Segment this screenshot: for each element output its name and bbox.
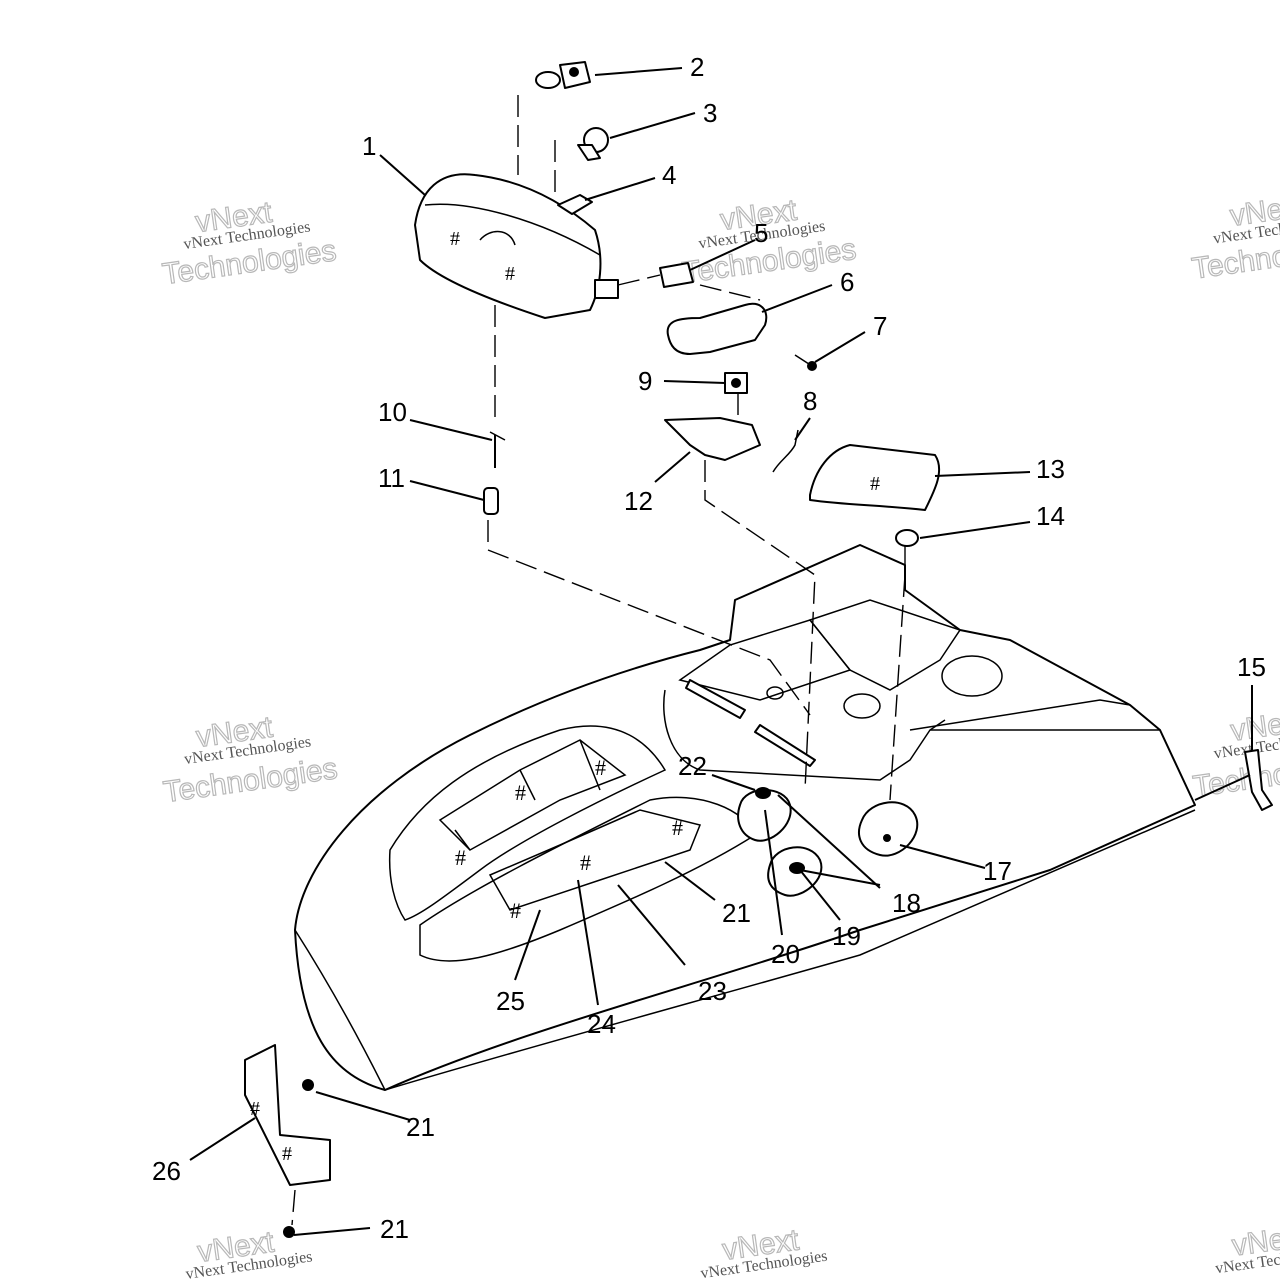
svg-text:#: # bbox=[282, 1143, 292, 1165]
callout-20: 20 bbox=[771, 939, 800, 969]
callout-2: 2 bbox=[690, 52, 704, 82]
callout-14: 14 bbox=[1036, 501, 1065, 531]
callout-21-deck: 21 bbox=[722, 898, 751, 928]
callout-19: 19 bbox=[832, 921, 861, 951]
watermark-mid-left: vNext Technologies vNext Technologies bbox=[161, 710, 340, 810]
decal-hash: # bbox=[455, 845, 466, 870]
callout-23: 23 bbox=[698, 976, 727, 1006]
callout-10: 10 bbox=[378, 397, 407, 427]
callouts: 1 2 3 4 5 6 7 8 9 10 11 12 13 14 15 17 1… bbox=[152, 52, 1266, 1244]
part-21-screw bbox=[302, 1079, 314, 1091]
decal-hash: # bbox=[515, 780, 526, 805]
part-26-side-bracket bbox=[244, 1044, 331, 1186]
part-15-latch bbox=[1244, 749, 1273, 811]
part-10-t-pin bbox=[489, 431, 506, 468]
watermark-mid-right: vNext Technologies vNext Technologies bbox=[1190, 704, 1280, 804]
part-7-screw bbox=[794, 354, 817, 371]
callout-18: 18 bbox=[892, 888, 921, 918]
part-21-screw bbox=[283, 1226, 295, 1238]
assembly-lines bbox=[291, 95, 906, 1226]
svg-text:#: # bbox=[870, 473, 880, 495]
callout-4: 4 bbox=[662, 160, 676, 190]
decal-hash: # bbox=[595, 755, 606, 780]
decal-hash: # bbox=[580, 850, 591, 875]
part-6-hinge-plate bbox=[666, 302, 768, 355]
part-1-console-cover: # # bbox=[414, 173, 619, 319]
callout-21-bottom: 21 bbox=[380, 1214, 409, 1244]
part-2-key-switch bbox=[535, 61, 591, 89]
svg-text:#: # bbox=[250, 1098, 260, 1120]
callout-17: 17 bbox=[983, 856, 1012, 886]
part-17-pad bbox=[858, 801, 919, 857]
callout-12: 12 bbox=[624, 486, 653, 516]
decal-hash: # bbox=[672, 815, 683, 840]
callout-9: 9 bbox=[638, 366, 652, 396]
callout-24: 24 bbox=[587, 1009, 616, 1039]
part-5-pad bbox=[659, 262, 694, 288]
callout-7: 7 bbox=[873, 311, 887, 341]
callout-26: 26 bbox=[152, 1156, 181, 1186]
callout-15: 15 bbox=[1237, 652, 1266, 682]
part-4-indicator bbox=[557, 194, 593, 215]
callout-5: 5 bbox=[754, 218, 768, 248]
callout-21-bracket: 21 bbox=[406, 1112, 435, 1142]
watermark-top-right: vNext Technologies vNext Technologies bbox=[1189, 189, 1280, 286]
callout-3: 3 bbox=[703, 98, 717, 128]
watermark-bottom-center: vNext vNext Technologies bbox=[699, 1223, 828, 1280]
callout-11: 11 bbox=[378, 463, 405, 493]
watermark-top-left: vNext Technologies vNext Technologies bbox=[160, 195, 339, 292]
watermark-bottom-right: vNext vNext Technologies bbox=[1214, 1219, 1280, 1278]
leader-lines bbox=[189, 67, 1253, 1236]
callout-6: 6 bbox=[840, 267, 854, 297]
part-3-switch bbox=[577, 127, 609, 161]
part-11-spring bbox=[483, 487, 499, 515]
callout-1: 1 bbox=[362, 131, 376, 161]
callout-13: 13 bbox=[1036, 454, 1065, 484]
part-14-grommet bbox=[895, 529, 919, 547]
decal-hash: # bbox=[510, 898, 521, 923]
svg-text:#: # bbox=[505, 263, 515, 285]
callout-25: 25 bbox=[496, 986, 525, 1016]
part-12-bracket bbox=[664, 417, 761, 461]
callout-8: 8 bbox=[803, 386, 817, 416]
part-13-cover-panel bbox=[809, 444, 941, 511]
callout-22: 22 bbox=[678, 751, 707, 781]
part-8-spring-clip bbox=[772, 429, 799, 473]
svg-text:#: # bbox=[450, 228, 460, 250]
